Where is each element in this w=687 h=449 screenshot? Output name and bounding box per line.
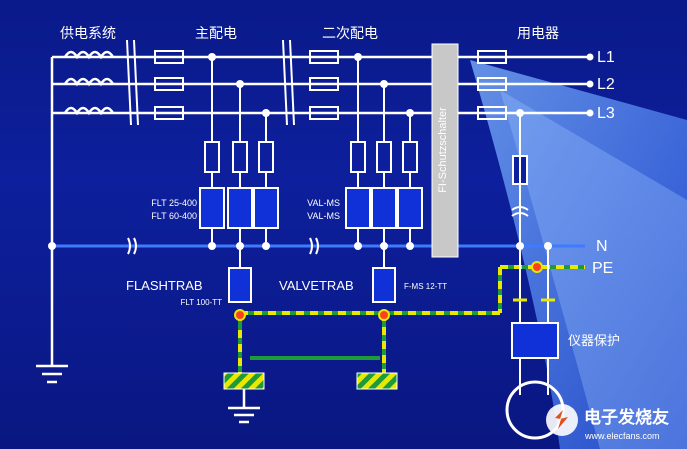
consumer-dots [516,242,524,250]
label-instrument: 仪器保护 [568,334,620,349]
fi-switch [431,43,459,258]
spd-blocks [199,187,423,303]
section-consumer: 用电器 [517,26,559,42]
line-fuses [154,50,507,120]
phase-lines [50,55,590,365]
consumer-wiring [511,113,549,395]
light-beam-inner [500,90,687,449]
label-l1: L1 [597,49,615,66]
neutral-breaks [127,237,319,255]
label-l2: L2 [597,76,615,93]
section-supply: 供电系统 [60,26,116,42]
line-break-marks [126,39,295,126]
label-val-b: VAL-MS [307,211,340,221]
label-flashtrab: FLASHTRAB [126,278,203,293]
label-flt-b: FLT 60-400 [151,211,197,221]
label-flt100: FLT 100-TT [181,298,223,307]
ground-symbols [36,364,260,424]
label-valvetrab: VALVETRAB [279,278,354,293]
watermark-logo [546,404,578,436]
section-sub-dist: 二次配电 [322,26,378,42]
spd-fuses [204,141,528,185]
label-l3: L3 [597,105,615,122]
fi-switch-label: FI-Schutzschalter [437,107,449,193]
pe-junctions [234,261,543,321]
label-pe: PE [592,260,613,277]
section-main-dist: 主配电 [195,26,237,42]
instrument-protector [511,322,559,359]
label-val-a: VAL-MS [307,198,340,208]
label-n: N [596,238,608,255]
label-flt-a: FLT 25-400 [151,198,197,208]
transformer-coils [63,50,115,116]
label-fms: F-MS 12-TT [404,282,447,291]
watermark-url: www.elecfans.com [584,431,660,441]
watermark-brand: 电子发烧友 [584,407,669,428]
earth-electrodes [223,372,398,390]
